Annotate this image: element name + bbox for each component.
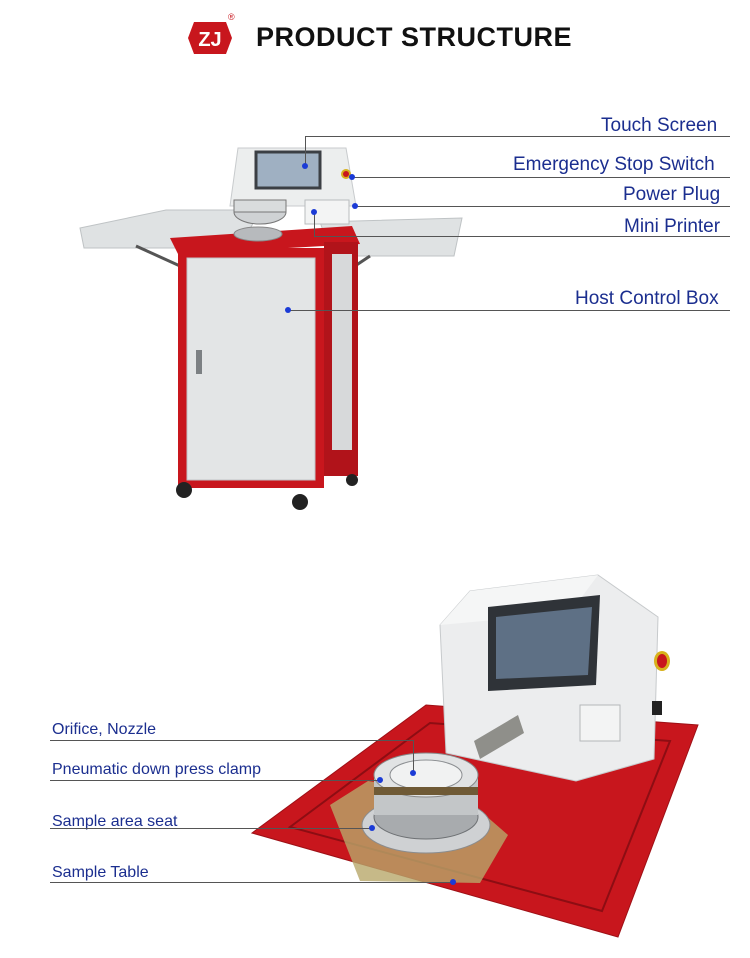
label-sample-table: Sample Table [52, 864, 149, 881]
label-pneumatic-down-press-clamp: Pneumatic down press clamp [52, 761, 261, 778]
label-emergency-stop-switch: Emergency Stop Switch [513, 154, 715, 175]
leader-power-plug [355, 206, 730, 207]
dot-power-plug [352, 203, 358, 209]
full-machine-illustration [79, 147, 463, 510]
label-sample-area-seat: Sample area seat [52, 813, 178, 830]
leader-host-control-box [288, 310, 730, 311]
dot-pneumatic-down-press-clamp [377, 777, 383, 783]
leader-touch-screen [305, 136, 730, 137]
leader-mini-printer [314, 236, 730, 237]
detail-machine-illustration [250, 574, 699, 938]
label-mini-printer: Mini Printer [624, 216, 721, 237]
dot-sample-area-seat [369, 825, 375, 831]
dot-orifice-nozzle [410, 770, 416, 776]
label-power-plug: Power Plug [623, 184, 721, 205]
dot-mini-printer [311, 209, 317, 215]
label-touch-screen: Touch Screen [601, 115, 718, 136]
dot-sample-table [450, 879, 456, 885]
leader-orifice-nozzle [50, 740, 413, 741]
svg-text:ZJ: ZJ [198, 29, 221, 51]
leader-emergency-stop-switch [352, 177, 730, 178]
leader-sample-table [50, 882, 453, 883]
leader-pneumatic-down-press-clamp [50, 780, 380, 781]
dot-host-control-box [285, 307, 291, 313]
dot-emergency-stop-switch [349, 174, 355, 180]
registered-mark: ® [228, 12, 235, 22]
page-title: PRODUCT STRUCTURE [256, 22, 572, 52]
label-orifice-nozzle: Orifice, Nozzle [52, 721, 157, 738]
dot-touch-screen [302, 163, 308, 169]
label-host-control-box: Host Control Box [575, 288, 719, 309]
header: ZJ ® PRODUCT STRUCTURE [0, 0, 750, 90]
leader-sample-area-seat [50, 828, 372, 829]
brand-logo-icon: ZJ [188, 22, 232, 54]
